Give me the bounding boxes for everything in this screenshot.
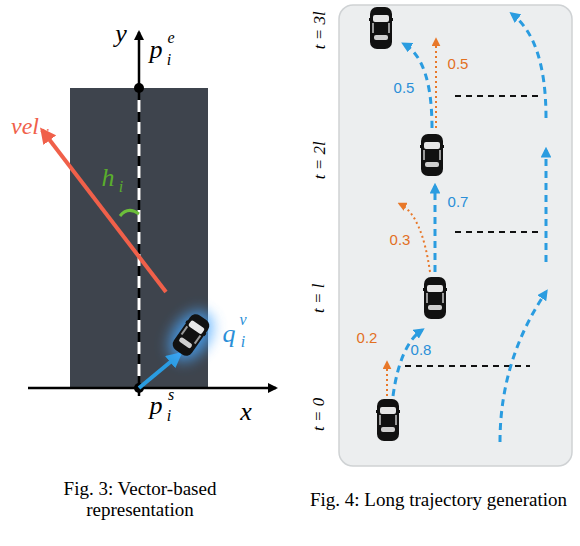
offset-arrow — [139, 354, 180, 388]
point-subscript: i — [167, 407, 171, 425]
alternative-paths — [387, 40, 436, 396]
probability: 0.8 — [411, 342, 432, 359]
point-label: p — [150, 392, 163, 421]
time-label: t = 0 — [311, 397, 330, 430]
figure-caption: Fig. 3: Vector-based representation — [15, 479, 265, 521]
velocity-arrow — [42, 130, 166, 292]
panel — [339, 5, 572, 466]
probability: 0.5 — [394, 80, 415, 97]
car — [369, 7, 393, 49]
car — [420, 134, 444, 176]
probability: 0.3 — [390, 232, 411, 249]
lane-marking — [138, 100, 141, 380]
offset-superscript: v — [239, 311, 246, 329]
time-label: t = 2l — [311, 141, 330, 179]
chosen-paths — [393, 14, 546, 442]
probability: 0.5 — [448, 56, 469, 73]
car — [376, 399, 400, 441]
heading-angle — [120, 210, 139, 216]
figure-caption: Fig. 4: Long trajectory generation — [310, 490, 578, 511]
velocity-label: vel — [11, 113, 39, 139]
time-label: t = 3l — [311, 11, 330, 49]
x-axis — [28, 387, 276, 390]
axis-label: x — [240, 398, 252, 427]
car-glow — [160, 303, 222, 370]
heading-subscript: i — [119, 178, 123, 196]
car — [169, 311, 213, 359]
point-label: p — [150, 36, 163, 65]
heading-label: h — [102, 164, 115, 193]
velocity-subscript: i — [45, 126, 49, 144]
probability: 0.2 — [357, 330, 378, 347]
offset-subscript: i — [241, 333, 245, 351]
point-subscript: i — [167, 51, 171, 69]
time-separators — [405, 96, 540, 366]
axis-label: y — [115, 20, 127, 49]
point-superscript: s — [168, 386, 174, 404]
car — [423, 277, 447, 319]
time-label: t = l — [311, 283, 330, 312]
offset-label: q — [223, 320, 236, 349]
end-point — [134, 83, 144, 93]
probability: 0.7 — [448, 194, 469, 211]
point-superscript: e — [167, 29, 174, 47]
